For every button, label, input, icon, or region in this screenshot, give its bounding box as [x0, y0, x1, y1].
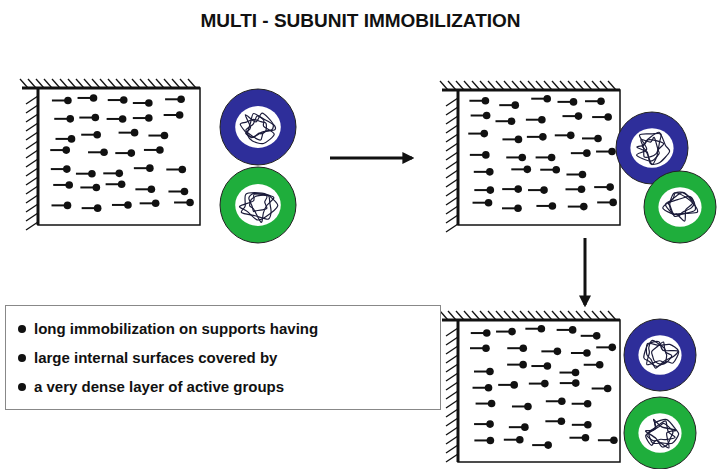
protein-subunit [644, 171, 716, 243]
support-block [440, 81, 620, 232]
step-arrow [330, 157, 412, 160]
support-block [440, 311, 620, 462]
protein-subunit [624, 319, 696, 391]
bullet-text: large internal surfaces covered by [16, 343, 430, 372]
title: MULTI - SUBUNIT IMMOBILIZATION [0, 10, 721, 32]
note-box: long immobilization on supports havingla… [5, 305, 441, 410]
support-block [20, 79, 200, 230]
protein-subunit [220, 89, 296, 165]
bullet-text: a very dense layer of active groups [16, 372, 430, 401]
protein-subunit [624, 397, 696, 469]
bullet-text: long immobilization on supports having [16, 314, 430, 343]
step-arrow [584, 238, 587, 305]
protein-subunit [220, 167, 296, 243]
